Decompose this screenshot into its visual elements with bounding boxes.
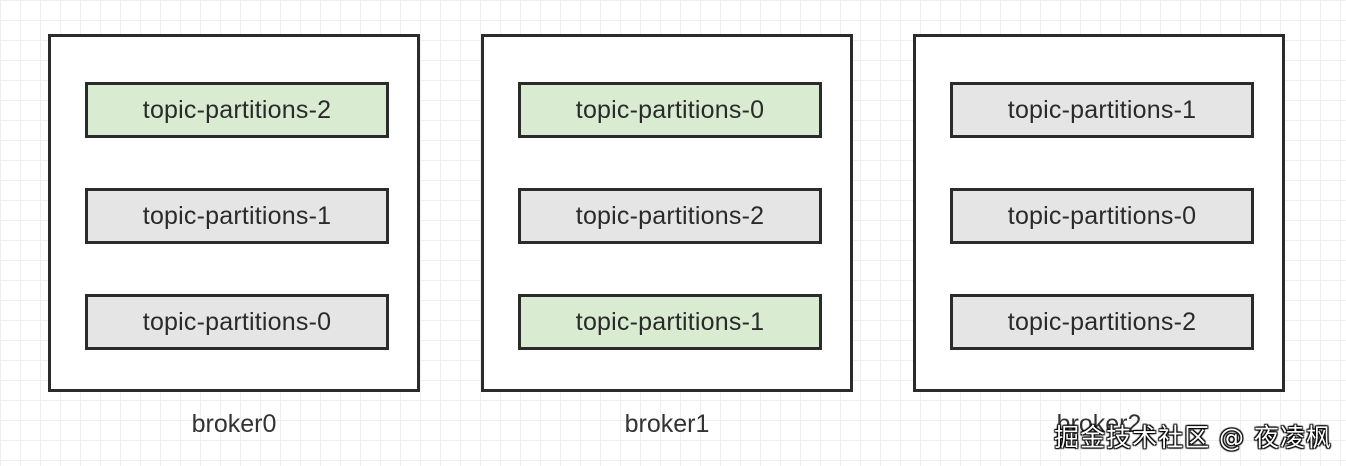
broker-box-2: topic-partitions-1 topic-partitions-0 to… — [913, 34, 1285, 392]
watermark: 掘金技术社区 @ 夜凌枫 — [1054, 423, 1332, 452]
partition-box: topic-partitions-1 — [85, 188, 389, 244]
partition-box: topic-partitions-2 — [950, 294, 1254, 350]
broker-label: broker1 — [624, 410, 710, 438]
partition-box: topic-partitions-0 — [950, 188, 1254, 244]
broker-box-1: topic-partitions-0 topic-partitions-2 to… — [481, 34, 853, 392]
partition-box: topic-partitions-0 — [518, 82, 822, 138]
partition-box: topic-partitions-1 — [518, 294, 822, 350]
partition-box: topic-partitions-1 — [950, 82, 1254, 138]
partition-box: topic-partitions-2 — [85, 82, 389, 138]
partition-box: topic-partitions-2 — [518, 188, 822, 244]
partition-box: topic-partitions-0 — [85, 294, 389, 350]
broker-label: broker2 — [1056, 410, 1142, 438]
broker-label: broker0 — [191, 410, 277, 438]
broker-box-0: topic-partitions-2 topic-partitions-1 to… — [48, 34, 420, 392]
